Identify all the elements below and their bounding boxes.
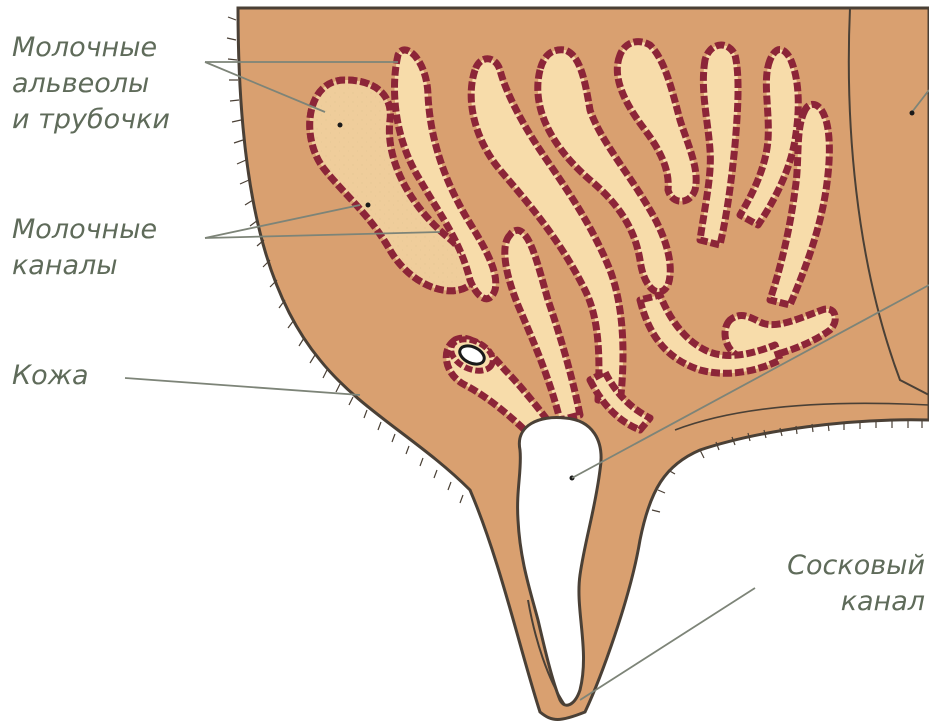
label-alveoli-line2: альвеолы: [12, 66, 170, 102]
label-alveoli-line3: и трубочки: [12, 102, 170, 138]
marker-ducts: [366, 203, 371, 208]
label-alveoli: Молочные альвеолы и трубочки: [12, 30, 170, 138]
label-ducts-line1: Молочные: [12, 212, 157, 248]
label-ducts: Молочные каналы: [12, 212, 157, 284]
marker-alveoli: [338, 123, 343, 128]
label-skin-line1: Кожа: [12, 358, 89, 394]
label-teat-canal: Сосковый канал: [787, 548, 925, 620]
label-ducts-line2: каналы: [12, 248, 157, 284]
label-teat-canal-line1: Сосковый: [787, 548, 925, 584]
label-skin: Кожа: [12, 358, 89, 394]
leader-skin: [125, 378, 360, 395]
label-teat-canal-line2: канал: [787, 584, 925, 620]
label-alveoli-line1: Молочные: [12, 30, 170, 66]
marker-right: [910, 111, 915, 116]
